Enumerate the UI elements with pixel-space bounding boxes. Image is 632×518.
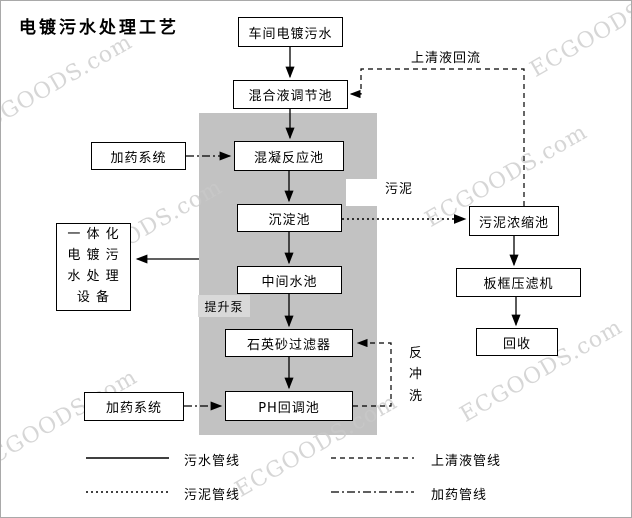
node-coagulation-tank: 混凝反应池 <box>234 141 344 171</box>
region-notch <box>346 179 377 206</box>
legend-label-sludge: 污泥管线 <box>184 488 241 503</box>
node-sludge-thickener: 污泥浓缩池 <box>469 206 559 236</box>
node-mixing-regulating-tank: 混合液调节池 <box>233 80 348 109</box>
label-lift-pump: 提升泵 <box>198 295 250 317</box>
node-filter-press: 板框压滤机 <box>456 268 581 297</box>
node-dosing-system-top: 加药系统 <box>91 142 186 170</box>
node-integrated-equipment: 一 体 化 电 镀 污 水 处 理 设 备 <box>56 223 131 311</box>
supernatant-reflux-line <box>349 68 525 206</box>
label-backwash: 反 冲 洗 <box>409 346 424 404</box>
page-title: 电镀污水处理工艺 <box>19 18 179 38</box>
node-workshop-wastewater: 车间电镀污水 <box>238 17 343 47</box>
node-sedimentation-tank: 沉淀池 <box>237 204 342 232</box>
node-quartz-sand-filter: 石英砂过滤器 <box>225 329 353 357</box>
label-sludge: 污泥 <box>385 182 414 197</box>
backwash-line <box>353 338 392 407</box>
node-ph-adjust-tank: PH回调池 <box>225 391 353 421</box>
legend-label-supernatant: 上清液管线 <box>431 454 502 469</box>
node-intermediate-tank: 中间水池 <box>237 266 342 294</box>
legend-label-sewage: 污水管线 <box>184 454 241 469</box>
node-recycle: 回收 <box>476 328 558 356</box>
label-supernatant-reflux: 上清液回流 <box>411 51 482 66</box>
legend-label-dosing: 加药管线 <box>431 488 488 503</box>
node-dosing-system-bottom: 加药系统 <box>84 392 184 421</box>
